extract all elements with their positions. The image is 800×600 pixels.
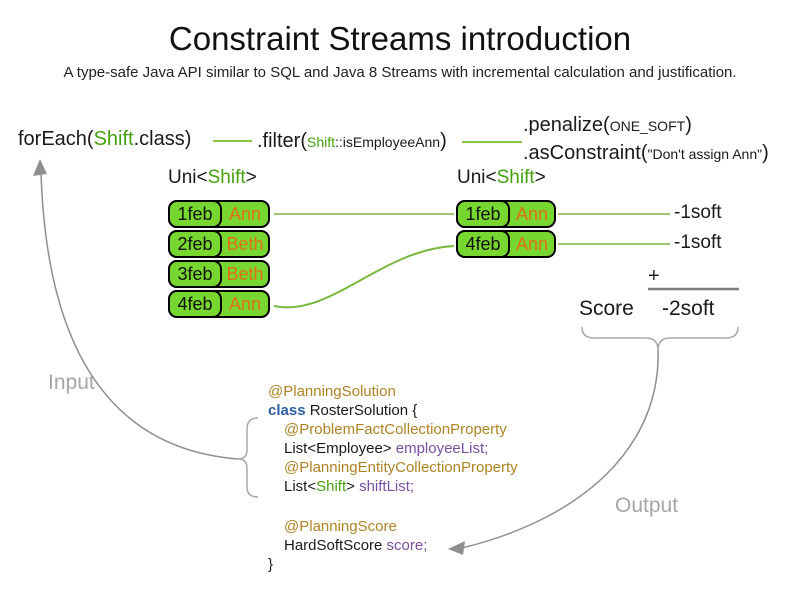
shift-list-mid: > — [346, 478, 360, 495]
uni-left-post: > — [245, 167, 257, 188]
employee-list-type: List<Employee> — [284, 440, 396, 457]
score-plus-sign: + — [648, 265, 660, 287]
table-row: 2feb Beth — [168, 230, 270, 258]
code-line-planning-score-annotation: @PlanningScore — [268, 517, 518, 536]
asconstraint-arg: "Don't assign Ann" — [647, 146, 763, 162]
shift-date-cell: 1feb — [456, 200, 510, 228]
input-label: Input — [48, 371, 95, 394]
asconstraint-post: ) — [762, 142, 769, 164]
penalize-post: ) — [685, 114, 692, 136]
shift-employee-cell: Ann — [228, 293, 262, 314]
table-row: 1feb Ann — [456, 200, 556, 228]
shift-date-cell: 4feb — [168, 290, 222, 318]
output-arrow-curve — [461, 349, 659, 549]
score-label: Score — [579, 297, 634, 320]
uni-right-pre: Uni< — [457, 167, 497, 188]
shift-date-cell: 3feb — [168, 260, 222, 288]
filter-pre: .filter( — [257, 130, 307, 152]
closing-brace: } — [268, 556, 274, 573]
input-shift-table: 1feb Ann 2feb Beth 3feb Beth 4feb Ann — [168, 200, 270, 318]
planning-entity-annotation: @PlanningEntityCollectionProperty — [284, 459, 518, 476]
code-line-class-decl: class RosterSolution { — [268, 401, 518, 420]
uni-shift-label-left: Uni<Shift> — [168, 167, 257, 189]
code-line-planning-entity-annotation: @PlanningEntityCollectionProperty — [268, 458, 518, 477]
code-line-closing-brace: } — [268, 555, 518, 574]
filtered-shift-table: 1feb Ann 4feb Ann — [456, 200, 556, 258]
shift-employee-cell: Beth — [226, 233, 264, 254]
filter-post: ) — [440, 130, 447, 152]
page-subtitle: A type-safe Java API similar to SQL and … — [63, 64, 737, 81]
penalize-expression: .penalize(ONE_SOFT) — [523, 112, 769, 140]
table-row: 1feb Ann — [168, 200, 270, 228]
score-brace — [581, 326, 739, 351]
problem-fact-annotation: @ProblemFactCollectionProperty — [284, 421, 507, 438]
roster-solution-code: @PlanningSolution class RosterSolution {… — [268, 382, 518, 574]
uni-right-type: Shift — [496, 167, 535, 188]
shift-list-field: shiftList; — [359, 478, 415, 495]
class-keyword: class — [268, 402, 306, 419]
planning-solution-annotation: @PlanningSolution — [268, 383, 396, 400]
score-field: score; — [386, 537, 428, 554]
connector-row-4feb — [273, 245, 455, 309]
code-line-score-field: HardSoftScore score; — [268, 536, 518, 555]
output-arrowhead-icon — [448, 541, 465, 555]
asconstraint-pre: .asConstraint( — [523, 142, 648, 164]
penalty-label-1: -1soft — [674, 202, 722, 223]
page-title: Constraint Streams introduction — [168, 20, 632, 57]
uni-shift-label-right: Uni<Shift> — [457, 167, 546, 189]
foreach-type: Shift — [93, 128, 134, 150]
code-line-planning-solution: @PlanningSolution — [268, 382, 518, 401]
filter-type: Shift — [307, 134, 336, 150]
class-name: RosterSolution { — [305, 402, 418, 419]
code-line-problem-fact-annotation: @ProblemFactCollectionProperty — [268, 420, 518, 439]
code-line-employee-list: List<Employee> employeeList; — [268, 439, 518, 458]
penalize-pre: .penalize( — [523, 114, 610, 136]
employee-list-field: employeeList; — [395, 440, 489, 457]
code-line-shift-list: List<Shift> shiftList; — [268, 477, 518, 496]
uni-left-pre: Uni< — [168, 167, 208, 188]
filter-expression: .filter(Shift::isEmployeeAnn) — [257, 130, 447, 153]
table-row: 4feb Ann — [168, 290, 270, 318]
foreach-pre: forEach( — [18, 128, 94, 150]
table-row: 3feb Beth — [168, 260, 270, 288]
uni-left-type: Shift — [207, 167, 246, 188]
foreach-expression: forEach(Shift.class) — [18, 128, 191, 151]
shift-date-cell: 4feb — [456, 230, 510, 258]
filter-method: ::isEmployeeAnn — [335, 134, 441, 150]
shift-employee-cell: Ann — [515, 203, 549, 224]
shift-employee-cell: Beth — [226, 263, 264, 284]
planning-score-annotation: @PlanningScore — [284, 518, 397, 535]
output-label: Output — [615, 494, 679, 517]
uni-right-post: > — [534, 167, 546, 188]
shift-list-type: Shift — [316, 478, 347, 495]
shift-date-cell: 1feb — [168, 200, 222, 228]
penalty-label-2: -1soft — [674, 232, 722, 253]
foreach-post: .class) — [133, 128, 192, 150]
input-arrow-curve — [40, 171, 239, 460]
shift-employee-cell: Ann — [228, 203, 262, 224]
shift-list-pre: List< — [284, 478, 317, 495]
shift-employee-cell: Ann — [515, 233, 549, 254]
score-type: HardSoftScore — [284, 537, 387, 554]
penalize-arg: ONE_SOFT — [609, 118, 686, 134]
penalize-asconstraint-stack: .penalize(ONE_SOFT) .asConstraint("Don't… — [523, 112, 769, 168]
shift-date-cell: 2feb — [168, 230, 222, 258]
asconstraint-expression: .asConstraint("Don't assign Ann") — [523, 140, 769, 168]
code-brace — [237, 417, 259, 498]
table-row: 4feb Ann — [456, 230, 556, 258]
score-value: -2soft — [662, 297, 715, 320]
input-arrowhead-icon — [33, 159, 47, 176]
